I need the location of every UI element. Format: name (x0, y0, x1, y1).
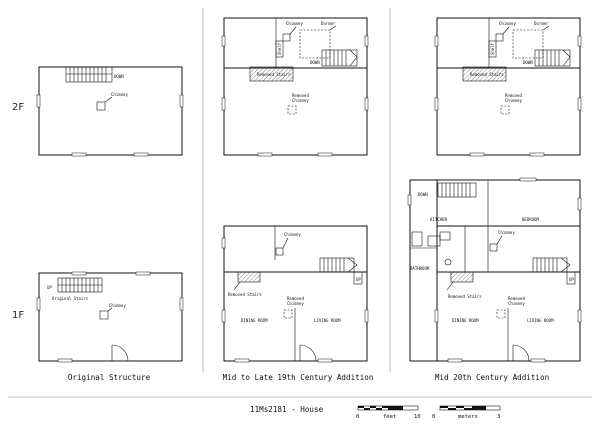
bathroom-label: BATHROOM (410, 266, 430, 271)
shelf-label: Shelf (277, 42, 282, 55)
chimney (275, 247, 284, 256)
chimney-label: Chimney (284, 232, 301, 237)
stairs (57, 277, 103, 293)
dormer-label: Dormer (321, 21, 336, 26)
plan-original-1f: UP Original Stairs Chimney (36, 271, 184, 363)
stair-label-down: DOWN (523, 60, 533, 65)
stairs (532, 257, 576, 285)
removed-chimney-label-2: Chimney (505, 98, 522, 103)
removed-chimney-label-2: Chimney (287, 301, 304, 306)
chimney-label: Chimney (111, 92, 128, 97)
floor-label-2f: 2F (12, 102, 24, 113)
chimney (489, 243, 498, 252)
caption-mid-late-19th: Mid to Late 19th Century Addition (223, 373, 374, 382)
removed-chimney-label-1: Removed (287, 296, 304, 301)
shelf (488, 40, 497, 58)
removed-chimney-label-2: Chimney (292, 98, 309, 103)
site-title: 11Ms2181 - House (250, 405, 324, 414)
chimney-label: Chimney (109, 303, 126, 308)
original-stairs-label: Original Stairs (52, 296, 89, 301)
removed-stairs-label: Removed Stairs (228, 292, 262, 297)
removed-chimney (500, 105, 510, 115)
scale-meters-unit: meters (458, 414, 478, 420)
chimney (99, 310, 109, 320)
living-room-label: LIVING ROOM (527, 318, 554, 323)
stair-label-down: DOWN (114, 74, 124, 79)
removed-chimney-label-1: Removed (508, 296, 525, 301)
stairs (321, 49, 358, 67)
plan-20th-2f: Shelf Chimney Dormer DOWN Removed Stairs… (434, 17, 582, 157)
chimney-label: Chimney (498, 230, 515, 235)
scale-feet-start: 0 (356, 414, 359, 420)
scale-bar-meters: 0 meters 3 (432, 405, 500, 420)
stair-label-down: DOWN (310, 60, 320, 65)
removed-chimney-label-1: Removed (505, 93, 522, 98)
plan-19th-2f: Shelf Chimney Dormer DOWN Removed Stairs… (221, 17, 369, 157)
dormer-label: Dormer (534, 21, 549, 26)
removed-stairs (450, 271, 474, 283)
living-room-label: LIVING ROOM (314, 318, 341, 323)
removed-stairs-label: Removed Stairs (257, 72, 291, 77)
scale-meters-end: 3 (497, 414, 500, 420)
removed-stairs (237, 271, 261, 283)
caption-mid-20th: Mid 20th Century Addition (435, 373, 549, 382)
removed-chimney (283, 309, 293, 319)
removed-chimney (287, 105, 297, 115)
chimney (282, 33, 291, 42)
plan-20th-1f: DOWN Chimney KITCHEN BEDROOM BATHROOM UP… (407, 177, 582, 363)
scale-bar-feet: 0 feet 10 (356, 405, 421, 420)
removed-stairs-label: Removed Stairs (448, 294, 482, 299)
removed-chimney-label-2: Chimney (508, 301, 525, 306)
shelf (275, 40, 284, 58)
stairs (319, 257, 363, 285)
bedroom-label: BEDROOM (522, 217, 539, 222)
removed-stairs (249, 66, 294, 82)
caption-original: Original Structure (68, 373, 151, 382)
stairs (534, 49, 571, 67)
dining-room-label: DINING ROOM (452, 318, 479, 323)
stair-label-up: UP (356, 277, 361, 282)
kitchen-label: KITCHEN (430, 217, 447, 222)
stairs (437, 182, 477, 198)
chimney-label: Chimney (499, 21, 516, 26)
floor-label-1f: 1F (12, 310, 24, 321)
chimney (96, 101, 106, 111)
plan-19th-1f: Chimney UP Removed Stairs Removed Chimne… (221, 225, 369, 363)
plan-original-2f: DOWN Chimney (36, 66, 184, 157)
removed-stairs-label: Removed Stairs (470, 72, 504, 77)
scale-meters-start: 0 (432, 414, 435, 420)
stair-label-up: UP (569, 277, 574, 282)
chimney (495, 33, 504, 42)
scale-feet-end: 10 (414, 414, 421, 420)
stair-label-up: UP (47, 285, 52, 290)
stair-label-down: DOWN (418, 192, 428, 197)
removed-stairs (462, 66, 507, 82)
removed-chimney-label-1: Removed (292, 93, 309, 98)
chimney-label: Chimney (286, 21, 303, 26)
removed-chimney (496, 309, 506, 319)
stairs (65, 66, 113, 83)
dining-room-label: DINING ROOM (241, 318, 268, 323)
scale-feet-unit: feet (383, 414, 396, 420)
shelf-label: Shelf (490, 42, 495, 55)
